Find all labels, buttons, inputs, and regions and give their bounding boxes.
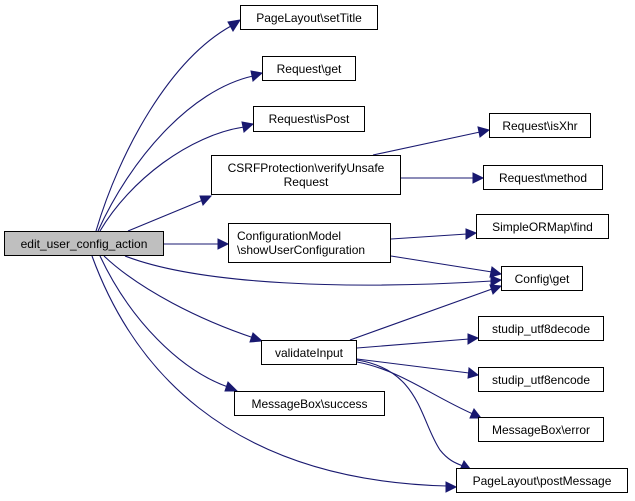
edge-root-validateinput (103, 255, 264, 343)
edge-validateinput-msgerror (356, 361, 483, 419)
edge-csrf-isxhr (372, 126, 491, 156)
edge-validateinput-configget (349, 284, 503, 341)
edge-root-settitle (95, 19, 242, 232)
edge-root-requestget (97, 70, 264, 232)
node-messagebox-error[interactable]: MessageBox\error (478, 417, 604, 442)
node-studip-utf8encode[interactable]: studip_utf8encode (478, 367, 604, 392)
node-simpleormap-find[interactable]: SimpleORMap\find (476, 214, 609, 239)
node-pagelayout-settitle[interactable]: PageLayout\setTitle (240, 5, 378, 30)
node-messagebox-success[interactable]: MessageBox\success (234, 391, 385, 416)
node-edit-user-config-action[interactable]: edit_user_config_action (4, 231, 164, 256)
edge-configmodel-ormfind (390, 228, 478, 240)
node-studip-utf8decode[interactable]: studip_utf8decode (478, 316, 604, 341)
edge-root-configget (124, 255, 503, 287)
node-request-isxhr[interactable]: Request\isXhr (489, 113, 591, 138)
edge-root-postmessage (91, 255, 458, 493)
node-request-get[interactable]: Request\get (262, 56, 356, 81)
node-request-ispost[interactable]: Request\isPost (253, 106, 365, 132)
edge-root-msgsuccess (99, 255, 239, 392)
edge-configmodel-configget (390, 255, 503, 278)
edge-root-ispost (99, 121, 255, 232)
node-configurationmodel-showuserconfiguration[interactable]: ConfigurationModel \showUserConfiguratio… (228, 223, 391, 263)
edge-csrf-method (401, 172, 485, 184)
edge-root-csrf (127, 195, 213, 232)
edge-validateinput-utf8encode (356, 358, 480, 379)
edge-root-configmodel (164, 238, 230, 250)
node-request-method[interactable]: Request\method (483, 165, 603, 190)
node-validateinput[interactable]: validateInput (261, 340, 357, 365)
edge-validateinput-utf8decode (356, 333, 480, 349)
node-csrf-verifyunsaferequest[interactable]: CSRFProtection\verifyUnsafe Request (211, 155, 401, 195)
node-pagelayout-postmessage[interactable]: PageLayout\postMessage (456, 468, 628, 493)
node-config-get[interactable]: Config\get (501, 266, 583, 291)
